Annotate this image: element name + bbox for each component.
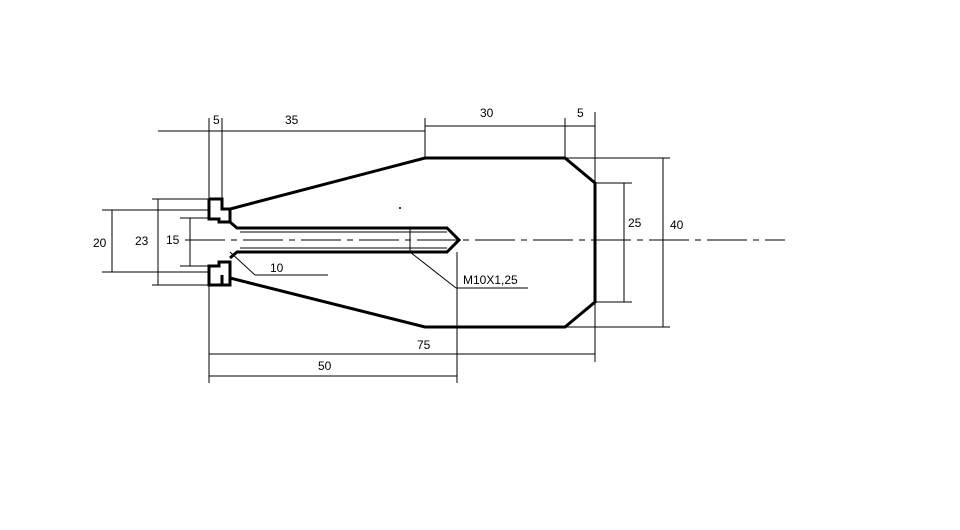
- dimension-10: 10: [229, 251, 328, 276]
- dim-label-35: 35: [285, 113, 299, 127]
- dimension-left: 20 23 15: [93, 198, 209, 286]
- threaded-bore: [229, 220, 462, 260]
- dim-label-25: 25: [628, 216, 642, 230]
- dim-label-5-right: 5: [577, 106, 584, 120]
- dim-label-75: 75: [417, 338, 431, 352]
- dim-label-20: 20: [93, 236, 107, 250]
- dim-label-40: 40: [670, 218, 684, 232]
- point-mark: [399, 207, 401, 209]
- part-body-outline: [207, 156, 597, 329]
- thread-callout-label: M10X1,25: [463, 273, 518, 287]
- dimension-right: 25 40: [565, 157, 684, 328]
- dim-label-5-left: 5: [213, 113, 220, 127]
- dimension-top: 5 35 30 5: [158, 106, 596, 200]
- dim-label-50: 50: [318, 359, 332, 373]
- dim-label-30: 30: [480, 106, 494, 120]
- dim-label-10: 10: [270, 261, 284, 275]
- dim-label-23: 23: [135, 234, 149, 248]
- dimension-bottom: 75 50: [208, 252, 596, 383]
- dim-label-15: 15: [166, 233, 180, 247]
- thread-callout: M10X1,25: [409, 251, 528, 289]
